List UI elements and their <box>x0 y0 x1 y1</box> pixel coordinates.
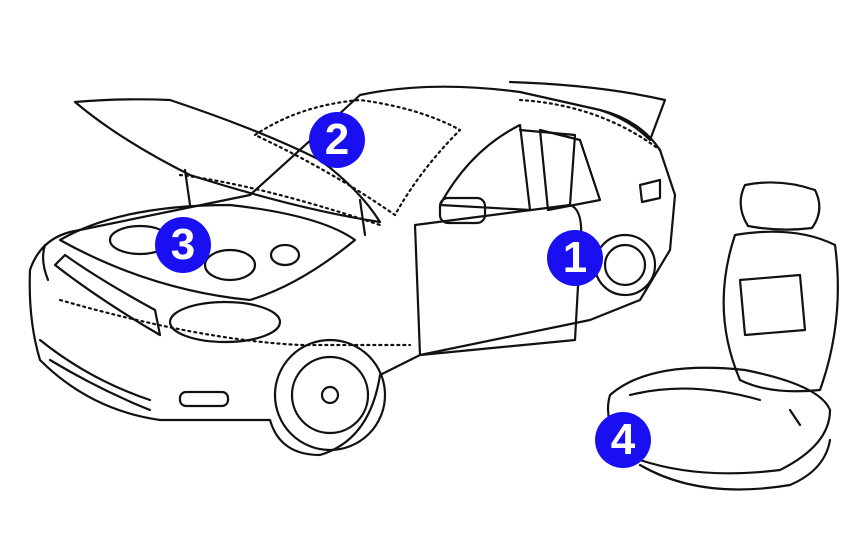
car-hood <box>73 98 382 224</box>
windshield <box>253 98 462 217</box>
headlight <box>168 300 282 344</box>
marker-4-seat[interactable]: 4 <box>595 412 651 468</box>
marker-1-door[interactable]: 1 <box>547 230 603 286</box>
marker-3-engine[interactable]: 3 <box>155 217 211 273</box>
car-body <box>28 85 677 457</box>
side-window <box>438 123 532 212</box>
wing-mirror <box>438 196 487 225</box>
engine-bay <box>58 203 357 302</box>
trunk-lid <box>508 80 667 142</box>
car-seat <box>606 181 839 491</box>
grille <box>53 253 162 337</box>
front-wheel <box>273 338 387 452</box>
marker-2-windshield[interactable]: 2 <box>309 112 365 168</box>
open-door <box>413 203 583 357</box>
